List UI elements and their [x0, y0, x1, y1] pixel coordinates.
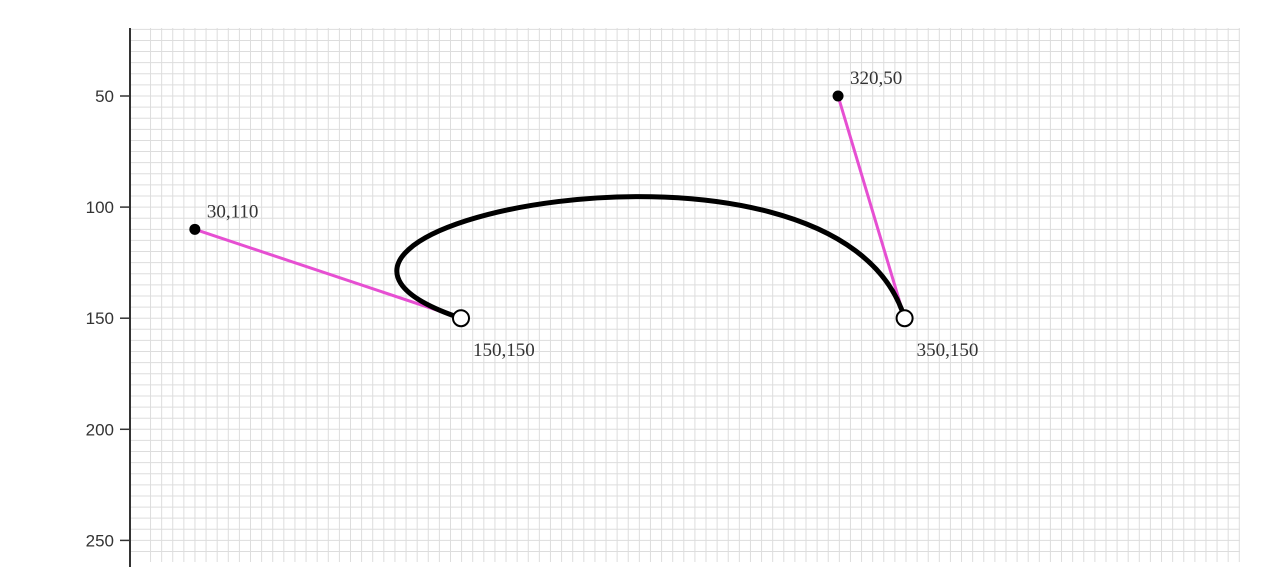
control-point-2-label: 320,50 [850, 68, 902, 89]
end-point-label: 350,150 [917, 340, 979, 361]
grid [130, 28, 1240, 562]
y-tick-label: 50 [95, 87, 114, 106]
y-tick-label: 250 [86, 531, 114, 550]
control-point-2[interactable] [832, 90, 844, 102]
y-tick-label: 100 [86, 198, 114, 217]
end-point[interactable] [895, 309, 914, 328]
control-point-1-label: 30,110 [207, 201, 259, 222]
point-labels: 30,110 320,50 150,150 350,150 [207, 68, 979, 361]
control-point-1[interactable] [189, 223, 201, 235]
control-handle-2 [836, 95, 907, 319]
start-point-label: 150,150 [473, 340, 535, 361]
control-handles [194, 95, 907, 320]
y-tick-label: 200 [86, 420, 114, 439]
y-axis-ticks: 50 100 150 200 250 [86, 87, 130, 550]
control-handle-1 [194, 227, 462, 320]
start-point[interactable] [452, 309, 470, 328]
y-tick-label: 150 [86, 309, 114, 328]
bezier-curve [394, 194, 907, 321]
points [189, 90, 914, 328]
